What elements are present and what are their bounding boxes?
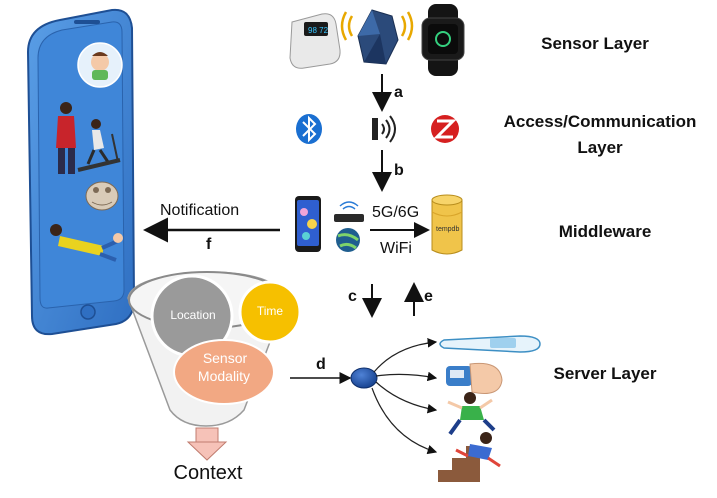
step-d-label: d — [316, 356, 326, 373]
server-branches — [371, 338, 438, 455]
svg-text:98 72: 98 72 — [308, 26, 329, 35]
context-output-label: Context — [173, 462, 243, 484]
chest-pain-person-icon — [56, 102, 76, 174]
network-5g-6g-label: 5G/6G — [372, 204, 420, 221]
time-label: Time — [256, 304, 284, 318]
access-layer-label-line2: Layer — [577, 138, 623, 157]
pulse-oximeter-icon: 98 72 — [289, 13, 341, 69]
down-arrow-icon — [186, 441, 228, 461]
pulse-oximeter-finger-icon — [446, 362, 503, 394]
treadmill-runner-icon — [77, 119, 121, 172]
location-label: Location — [170, 308, 216, 322]
fallen-person-icon — [50, 224, 123, 262]
smartwatch-icon — [421, 4, 465, 76]
access-layer-label-line1: Access/Communication — [503, 112, 697, 131]
notification-label: Notification — [160, 202, 240, 219]
zigbee-icon — [431, 115, 459, 143]
time-circle — [238, 280, 302, 344]
sensor-modality-label-line1: Sensor — [202, 350, 248, 366]
mobile-phone-icon — [295, 196, 321, 252]
falling-on-stairs-icon — [438, 432, 501, 482]
step-f-label: f — [206, 236, 212, 253]
server-layer-label: Server Layer — [553, 364, 657, 383]
context-funnel — [127, 271, 302, 461]
middleware-label: Middleware — [558, 222, 652, 241]
router-icon — [334, 201, 364, 222]
thermometer-icon — [439, 335, 541, 353]
tempdb-label: tempdb — [436, 226, 460, 233]
smartphone — [26, 8, 136, 336]
step-b-label: b — [394, 162, 404, 179]
step-c-label: c — [348, 288, 357, 305]
globe-network-icon — [336, 228, 360, 252]
step-e-label: e — [424, 288, 433, 305]
sensor-modality-label-line2: Modality — [197, 368, 251, 384]
database-icon — [431, 194, 463, 255]
server-node — [350, 367, 378, 389]
sensor-modality-circle — [173, 339, 275, 405]
elderly-person-icon — [85, 181, 119, 211]
nfc-wave-icon — [372, 115, 396, 143]
sensor-layer-label: Sensor Layer — [541, 34, 649, 53]
home-button-icon — [80, 304, 96, 320]
exercising-person-icon — [447, 392, 496, 436]
step-a-label: a — [394, 84, 403, 101]
bluetooth-icon — [296, 114, 322, 144]
smart-tag-sensor-icon — [340, 9, 414, 65]
wifi-label: WiFi — [380, 240, 412, 257]
